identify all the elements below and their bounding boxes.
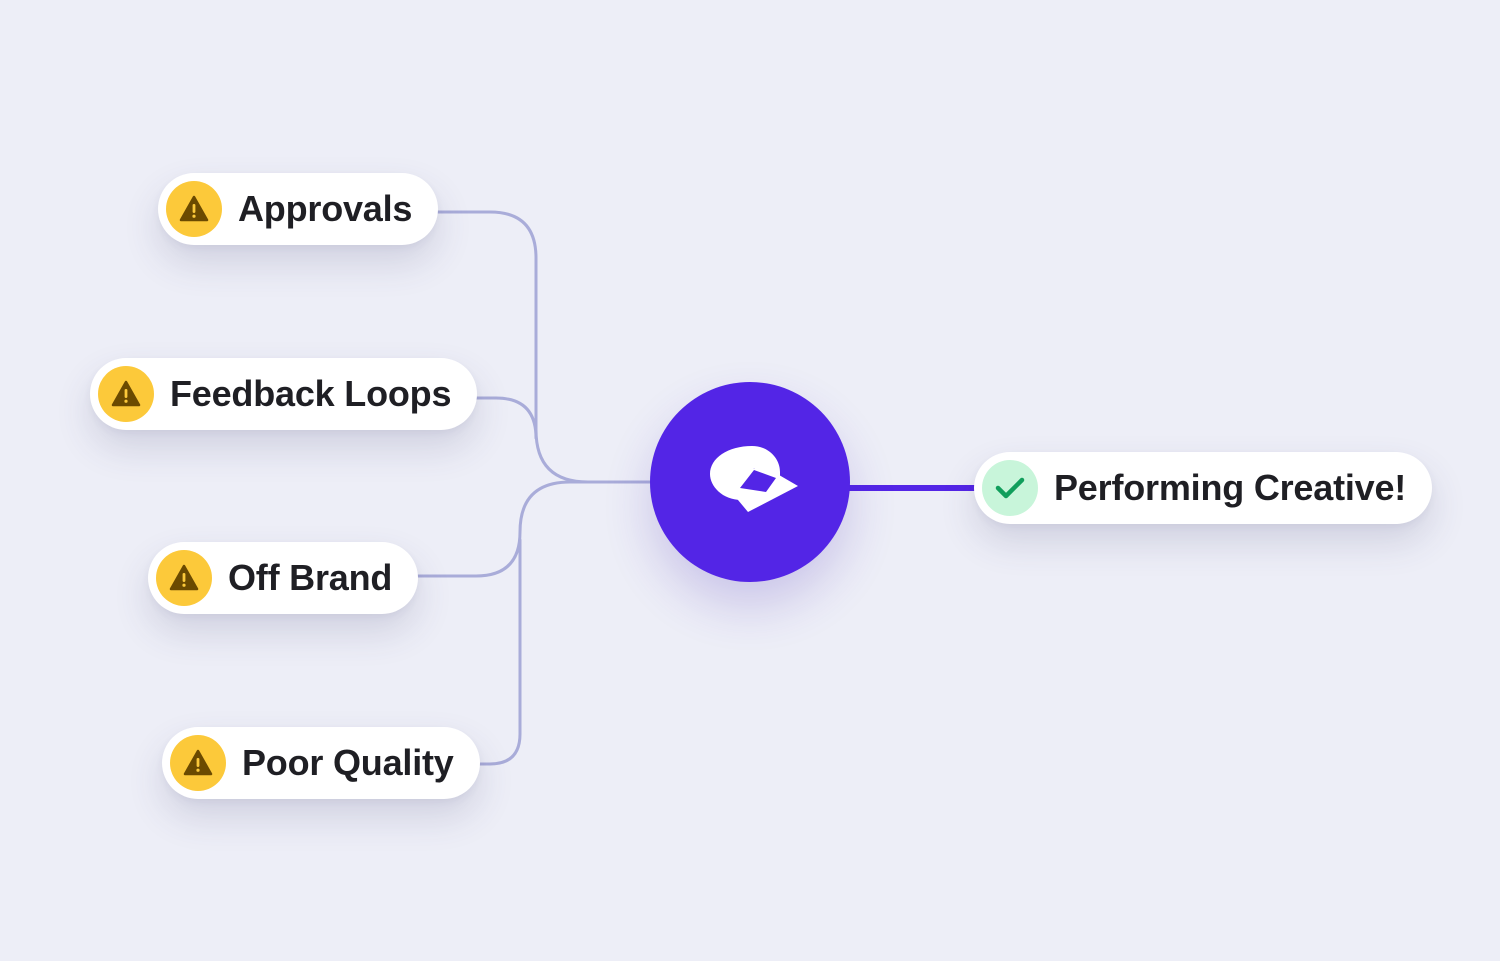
connector-poor-quality <box>474 538 522 766</box>
connector-approvals <box>434 210 654 484</box>
issue-label: Off Brand <box>228 557 393 598</box>
warning-icon <box>166 181 222 237</box>
warning-icon <box>156 550 212 606</box>
warning-icon <box>170 735 226 791</box>
issue-pill-off-brand: Off Brand <box>148 542 419 614</box>
connector-off-brand <box>414 480 654 578</box>
issue-pill-poor-quality: Poor Quality <box>162 727 480 799</box>
issue-pill-approvals: Approvals <box>158 173 439 245</box>
outcome-label: Performing Creative! <box>1054 467 1407 508</box>
connector-feedback-loops <box>474 396 538 440</box>
issue-label: Approvals <box>238 188 413 229</box>
issue-label: Poor Quality <box>242 742 454 783</box>
hub-node <box>650 382 850 582</box>
logo-mark-icon <box>710 446 798 512</box>
checkmark-icon <box>982 460 1038 516</box>
issue-label: Feedback Loops <box>170 373 452 414</box>
warning-icon <box>98 366 154 422</box>
outcome-pill: Performing Creative! <box>974 452 1433 524</box>
issue-pill-feedback-loops: Feedback Loops <box>90 358 478 430</box>
